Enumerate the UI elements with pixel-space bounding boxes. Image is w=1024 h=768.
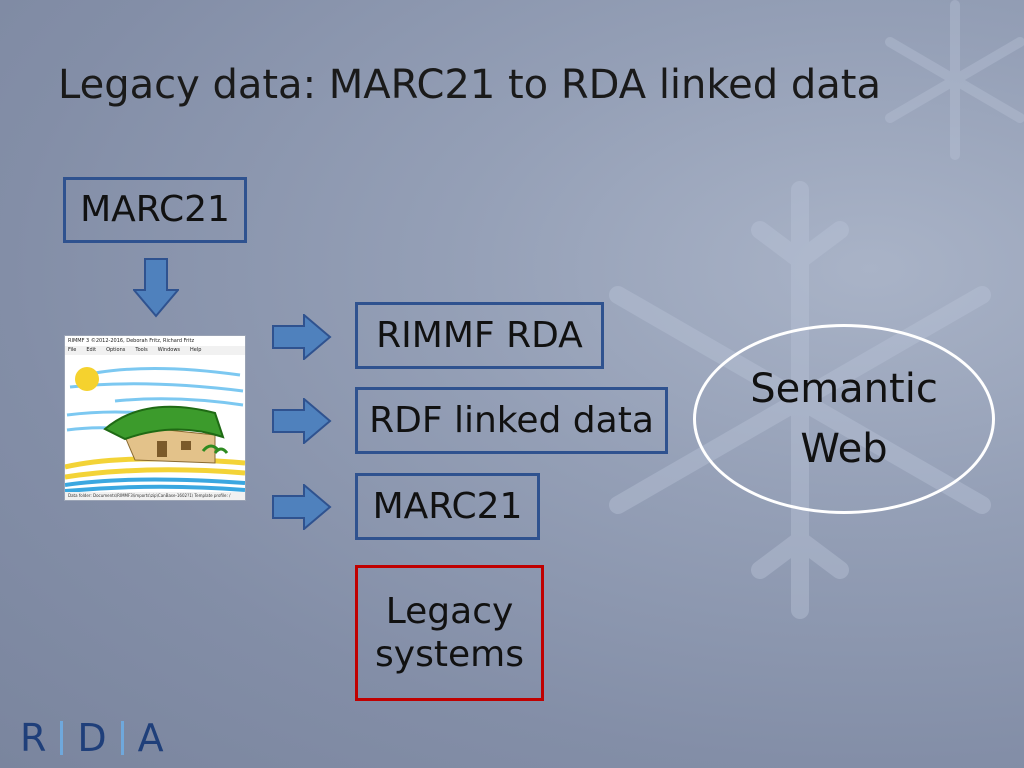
rda-logo-letter: R — [20, 716, 47, 760]
semantic-web-ellipse: Semantic Web — [693, 324, 995, 514]
rdf-linked-data-label: RDF linked data — [369, 399, 654, 441]
app-menu-item: File — [68, 347, 77, 353]
marc21-output-box: MARC21 — [355, 473, 540, 540]
arrow-right-icon — [272, 484, 332, 530]
slide-title: Legacy data: MARC21 to RDA linked data — [58, 62, 881, 108]
app-menu-item: Windows — [157, 347, 181, 353]
rda-logo-letter: D — [77, 716, 107, 760]
app-menu-item: Options — [106, 347, 126, 353]
app-status-bar: Data folder: Documents\RIMMF3\imports\zi… — [65, 492, 245, 500]
arrow-down-icon — [133, 258, 179, 318]
house-drawing-icon — [65, 355, 245, 493]
logo-separator — [60, 721, 64, 755]
legacy-systems-line2: systems — [375, 634, 524, 675]
app-menu-bar: File Edit Options Tools Windows Help — [65, 346, 245, 355]
arrow-right-icon — [272, 314, 332, 360]
marc21-output-label: MARC21 — [372, 485, 523, 527]
rimmf-app-screenshot: RIMMF 3 ©2012-2016, Deborah Fritz, Richa… — [64, 335, 246, 501]
logo-separator — [120, 721, 124, 755]
app-menu-item: Edit — [86, 347, 97, 353]
marc21-source-label: MARC21 — [80, 189, 230, 230]
marc21-source-box: MARC21 — [63, 177, 247, 243]
rdf-linked-data-box: RDF linked data — [355, 387, 668, 454]
snowflake-decoration-small — [885, 0, 1024, 160]
rimmf-rda-box: RIMMF RDA — [355, 302, 604, 369]
app-menu-item: Help — [190, 347, 202, 353]
app-menu-item: Tools — [135, 347, 148, 353]
legacy-systems-line1: Legacy — [385, 590, 514, 632]
rda-logo-letter: A — [137, 716, 164, 760]
rimmf-rda-label: RIMMF RDA — [376, 314, 583, 356]
rda-logo: R D A — [20, 716, 164, 760]
app-window-title: RIMMF 3 ©2012-2016, Deborah Fritz, Richa… — [65, 336, 245, 346]
semantic-web-line1: Semantic — [750, 366, 938, 412]
semantic-web-line2: Web — [800, 426, 888, 472]
legacy-systems-box: Legacy systems — [355, 565, 544, 701]
arrow-right-icon — [272, 398, 332, 444]
